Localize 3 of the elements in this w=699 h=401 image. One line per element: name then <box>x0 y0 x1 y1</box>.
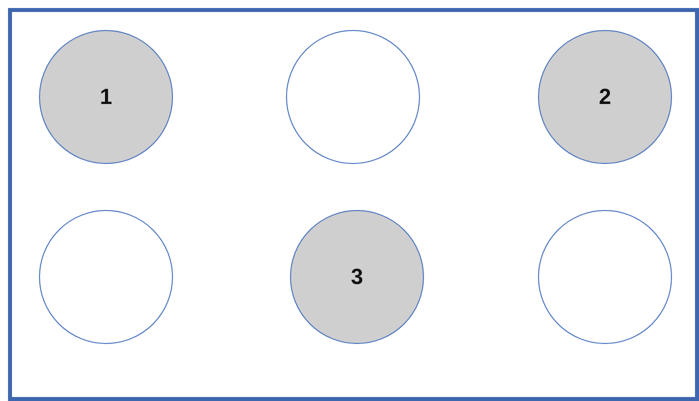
circle-number: 3 <box>350 264 364 290</box>
circle-number: 2 <box>598 84 612 110</box>
circle-number: 1 <box>100 84 112 110</box>
